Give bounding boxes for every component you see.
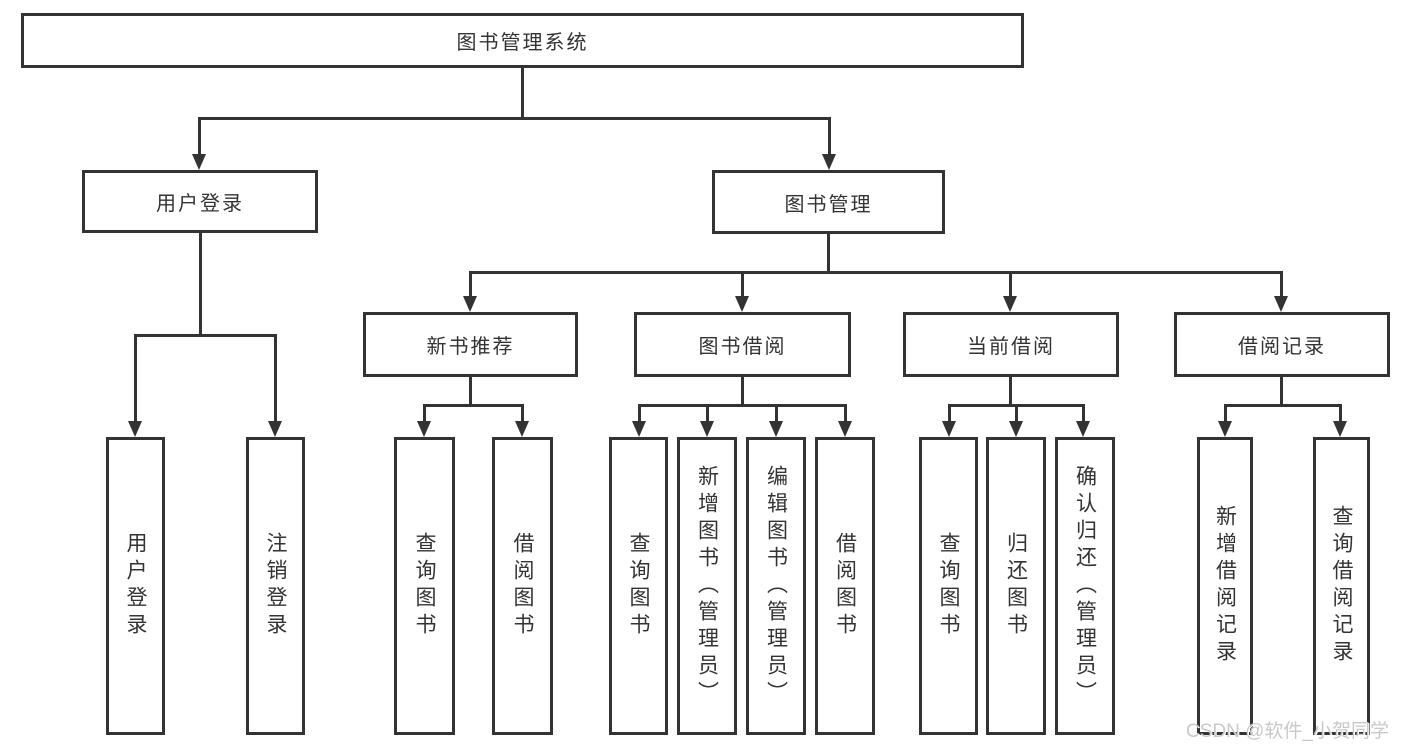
connector-line: [741, 271, 744, 298]
connector-line: [198, 117, 201, 156]
node-user-login-group: 用户登录: [82, 170, 318, 233]
arrowhead-icon: [735, 296, 749, 312]
arrowhead-icon: [942, 421, 956, 437]
node-label: 借阅图书: [833, 532, 857, 640]
leaf-return-book: 归还图书: [986, 437, 1046, 735]
connector-line: [521, 404, 524, 423]
leaf-add-book-admin: 新增图书（管理员）: [677, 437, 737, 735]
connector-line: [827, 234, 830, 274]
connector-line: [274, 334, 277, 423]
node-label: 当前借阅: [967, 336, 1055, 358]
arrowhead-icon: [417, 421, 431, 437]
connector-line: [1339, 404, 1342, 423]
arrowhead-icon: [192, 154, 206, 170]
connector-line: [638, 404, 641, 423]
node-label: 查询借阅记录: [1330, 505, 1353, 667]
leaf-query-book-borrow: 查询图书: [609, 437, 668, 735]
connector-line: [1280, 271, 1283, 298]
connector-line: [1224, 404, 1342, 407]
connector-line: [1280, 377, 1283, 407]
arrowhead-icon: [632, 421, 646, 437]
arrowhead-icon: [1076, 421, 1090, 437]
node-current-borrow: 当前借阅: [903, 312, 1119, 377]
node-book-borrow: 图书借阅: [634, 312, 851, 377]
connector-line: [638, 404, 847, 407]
arrowhead-icon: [1274, 296, 1288, 312]
node-label: 借阅记录: [1238, 336, 1326, 358]
leaf-query-borrow-record: 查询借阅记录: [1313, 437, 1370, 735]
connector-line: [948, 404, 951, 423]
node-label: 新增借阅记录: [1213, 505, 1237, 667]
arrowhead-icon: [1003, 296, 1017, 312]
arrowhead-icon: [700, 421, 714, 437]
connector-line: [199, 233, 202, 337]
connector-line: [134, 334, 277, 337]
arrowhead-icon: [822, 154, 836, 170]
node-label: 借阅图书: [511, 532, 534, 640]
leaf-borrow-book: 借阅图书: [815, 437, 875, 735]
connector-line: [423, 404, 426, 423]
connector-line: [1009, 377, 1012, 407]
arrowhead-icon: [515, 421, 529, 437]
connector-line: [423, 404, 524, 407]
node-label: 确认归还（管理员）: [1073, 464, 1097, 708]
connector-line: [1082, 404, 1085, 423]
node-label: 新增图书（管理员）: [695, 464, 719, 708]
leaf-query-book-recommend: 查询图书: [394, 437, 455, 735]
node-label: 注销登录: [264, 532, 287, 640]
connector-line: [828, 117, 831, 156]
connector-line: [775, 404, 778, 423]
node-label: 图书借阅: [698, 336, 787, 358]
node-library-system: 图书管理系统: [21, 13, 1024, 68]
arrowhead-icon: [268, 421, 282, 437]
connector-line: [844, 404, 847, 423]
connector-line: [741, 377, 744, 407]
connector-line: [469, 271, 472, 298]
arrowhead-icon: [463, 296, 477, 312]
arrowhead-icon: [1333, 421, 1347, 437]
node-label: 查询图书: [937, 532, 960, 640]
node-label: 查询图书: [627, 532, 650, 640]
node-book-management: 图书管理: [712, 170, 945, 234]
connector-line: [706, 404, 709, 423]
arrowhead-icon: [1218, 421, 1232, 437]
node-label: 查询图书: [413, 532, 436, 640]
node-new-book-recommend: 新书推荐: [363, 312, 578, 377]
leaf-logout: 注销登录: [246, 437, 305, 735]
connector-line: [198, 117, 831, 120]
node-label: 归还图书: [1004, 532, 1028, 640]
node-borrow-records: 借阅记录: [1174, 312, 1390, 377]
arrowhead-icon: [1009, 421, 1023, 437]
node-label: 图书管理系统: [456, 32, 589, 54]
leaf-edit-book-admin: 编辑图书（管理员）: [746, 437, 806, 735]
arrowhead-icon: [769, 421, 783, 437]
leaf-borrow-book-recommend: 借阅图书: [492, 437, 553, 735]
node-label: 用户登录: [156, 193, 244, 215]
connector-line: [1009, 271, 1012, 298]
leaf-confirm-return-admin: 确认归还（管理员）: [1055, 437, 1115, 735]
arrowhead-icon: [128, 421, 142, 437]
connector-line: [1015, 404, 1018, 423]
connector-line: [521, 68, 524, 120]
leaf-user-login: 用户登录: [106, 437, 165, 735]
connector-line: [1224, 404, 1227, 423]
node-label: 图书管理: [784, 193, 873, 216]
connector-line: [469, 271, 1282, 274]
arrowhead-icon: [838, 421, 852, 437]
watermark-text: CSDN @软件_小贺同学: [1186, 721, 1389, 742]
node-label: 编辑图书（管理员）: [764, 464, 788, 708]
leaf-add-borrow-record: 新增借阅记录: [1197, 437, 1253, 735]
connector-line: [134, 334, 137, 423]
connector-line: [469, 377, 472, 407]
node-label: 新书推荐: [426, 336, 515, 358]
node-label: 用户登录: [124, 532, 147, 640]
leaf-query-book-current: 查询图书: [919, 437, 978, 735]
